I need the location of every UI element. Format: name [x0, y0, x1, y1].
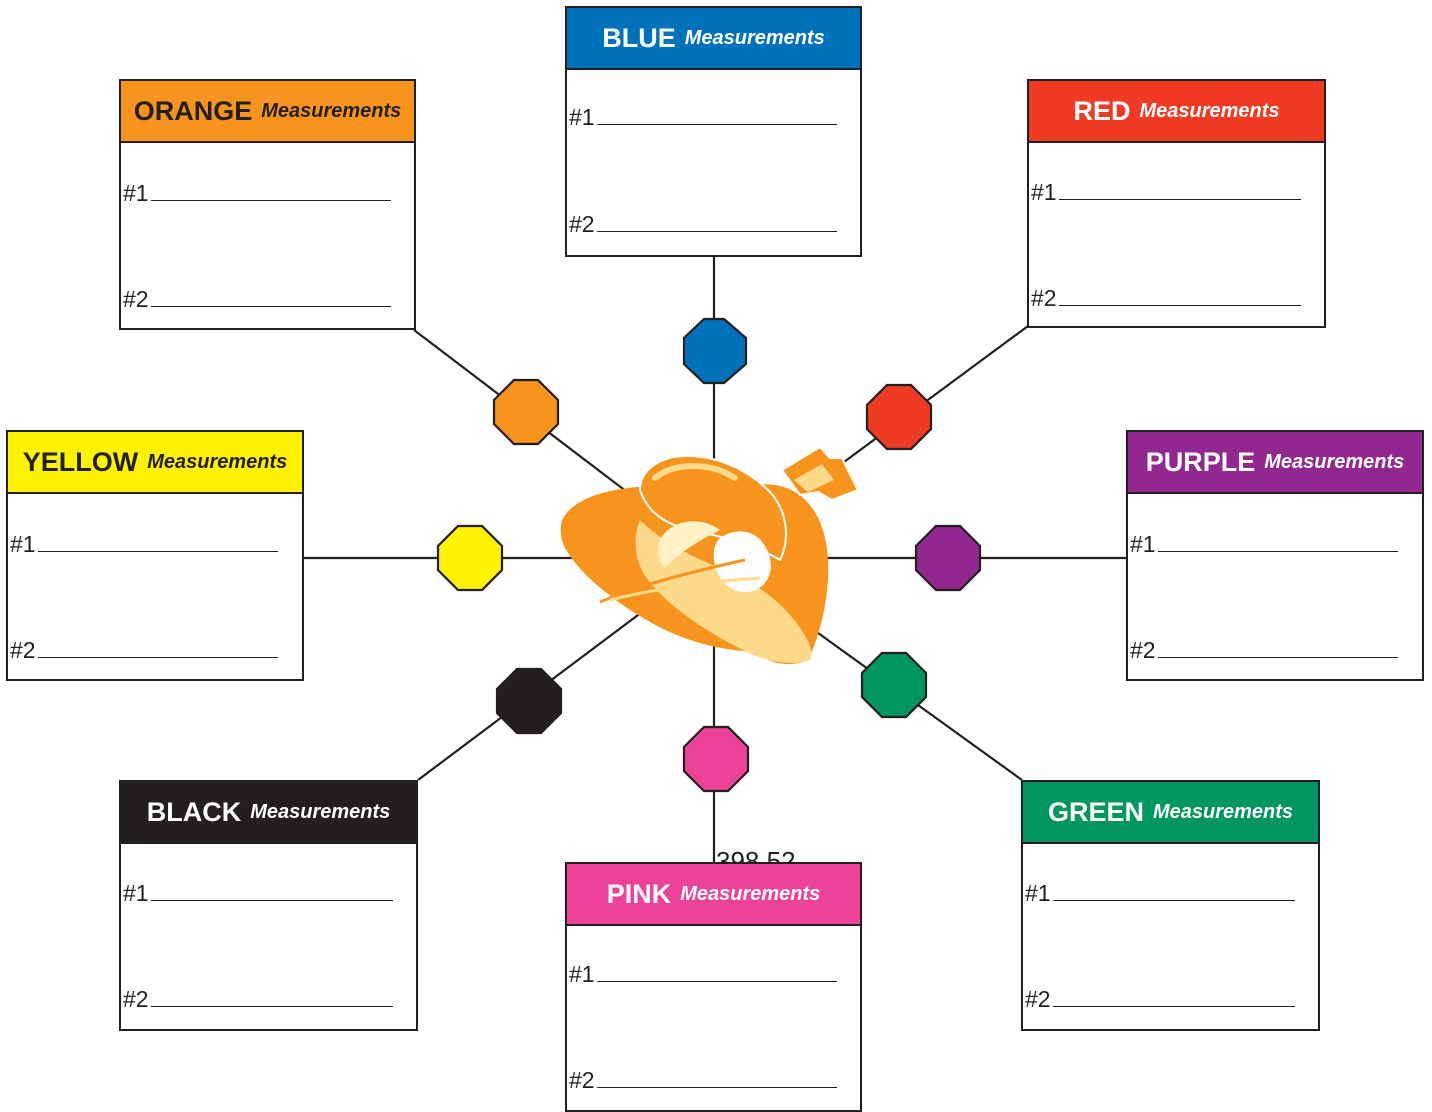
cowboy-hat-icon	[560, 445, 860, 665]
card-green-header: GREEN Measurements	[1023, 782, 1318, 844]
line1-label: #1	[10, 531, 36, 557]
card-green-subtitle: Measurements	[1152, 800, 1294, 823]
card-black-line2[interactable]: #2	[123, 986, 393, 1013]
card-orange-subtitle: Measurements	[261, 99, 402, 122]
line1-blank	[1052, 899, 1295, 901]
card-black-subtitle: Measurements	[250, 800, 391, 823]
line1-label: #1	[123, 180, 149, 206]
line2-blank	[1058, 304, 1301, 306]
card-purple-line1[interactable]: #1	[1130, 531, 1398, 558]
card-pink-title: PINK	[606, 878, 672, 909]
line2-label: #2	[123, 286, 149, 312]
card-purple: PURPLE Measurements #1 #2	[1126, 430, 1424, 681]
card-yellow-subtitle: Measurements	[147, 450, 288, 473]
line1-label: #1	[1130, 531, 1156, 557]
card-pink-line2[interactable]: #2	[569, 1067, 837, 1094]
line2-blank	[1052, 1005, 1295, 1007]
line2-blank	[37, 656, 278, 658]
line1-label: #1	[569, 961, 595, 987]
octagon-orange-icon	[492, 378, 560, 446]
octagon-purple-icon	[914, 524, 982, 592]
line2-blank	[150, 305, 391, 307]
line1-blank	[150, 199, 391, 201]
octagon-red-icon	[865, 383, 933, 451]
card-yellow-title: YELLOW	[22, 446, 139, 477]
card-red: RED Measurements #1 #2	[1027, 79, 1326, 328]
card-yellow: YELLOW Measurements #1 #2	[6, 430, 304, 681]
line1-blank	[596, 980, 837, 982]
card-black-line1[interactable]: #1	[123, 880, 393, 907]
card-red-header: RED Measurements	[1029, 81, 1324, 143]
card-purple-line2[interactable]: #2	[1130, 637, 1398, 664]
card-green-line2[interactable]: #2	[1025, 986, 1295, 1013]
line1-blank	[1157, 550, 1398, 552]
line2-label: #2	[569, 211, 595, 237]
line1-blank	[596, 123, 837, 125]
octagon-black-icon	[495, 667, 563, 735]
card-orange: ORANGE Measurements #1 #2	[119, 79, 416, 330]
card-pink-line1[interactable]: #1	[569, 961, 837, 988]
card-green: GREEN Measurements #1 #2	[1021, 780, 1320, 1031]
octagon-green-icon	[860, 651, 928, 719]
line2-blank	[1157, 656, 1398, 658]
card-orange-title: ORANGE	[133, 95, 253, 126]
card-blue-header: BLUE Measurements	[567, 8, 860, 70]
line1-label: #1	[569, 104, 595, 130]
card-red-subtitle: Measurements	[1139, 99, 1280, 122]
line1-label: #1	[123, 880, 149, 906]
line2-blank	[150, 1005, 393, 1007]
octagon-yellow-icon	[436, 524, 504, 592]
card-blue-line2[interactable]: #2	[569, 211, 837, 238]
card-green-line1[interactable]: #1	[1025, 880, 1295, 907]
card-pink: PINK Measurements #1 #2	[565, 862, 862, 1112]
card-orange-line1[interactable]: #1	[123, 180, 391, 207]
card-pink-header: PINK Measurements	[567, 864, 860, 926]
card-black-header: BLACK Measurements	[121, 782, 416, 844]
card-red-line2[interactable]: #2	[1031, 285, 1301, 312]
line1-blank	[150, 899, 393, 901]
line2-label: #2	[123, 986, 149, 1012]
line2-blank	[596, 1086, 837, 1088]
card-red-title: RED	[1073, 95, 1131, 126]
line2-label: #2	[1031, 285, 1057, 311]
line2-label: #2	[10, 637, 36, 663]
card-red-line1[interactable]: #1	[1031, 179, 1301, 206]
card-blue: BLUE Measurements #1 #2	[565, 6, 862, 257]
line1-blank	[37, 550, 278, 552]
line1-label: #1	[1031, 179, 1057, 205]
card-black-title: BLACK	[146, 796, 242, 827]
line1-blank	[1058, 198, 1301, 200]
card-purple-title: PURPLE	[1145, 446, 1256, 477]
card-yellow-header: YELLOW Measurements	[8, 432, 302, 494]
line2-label: #2	[1025, 986, 1051, 1012]
octagon-blue-icon	[682, 317, 748, 385]
line2-blank	[596, 230, 837, 232]
card-purple-subtitle: Measurements	[1264, 450, 1405, 473]
card-blue-title: BLUE	[602, 22, 676, 53]
card-yellow-line2[interactable]: #2	[10, 637, 278, 664]
card-orange-header: ORANGE Measurements	[121, 81, 414, 143]
card-pink-subtitle: Measurements	[680, 882, 821, 905]
octagon-pink-icon	[682, 725, 750, 793]
card-orange-line2[interactable]: #2	[123, 286, 391, 313]
card-green-title: GREEN	[1047, 796, 1144, 827]
card-yellow-line1[interactable]: #1	[10, 531, 278, 558]
line2-label: #2	[1130, 637, 1156, 663]
card-blue-subtitle: Measurements	[684, 26, 825, 49]
line2-label: #2	[569, 1067, 595, 1093]
card-blue-line1[interactable]: #1	[569, 104, 837, 131]
card-black: BLACK Measurements #1 #2	[119, 780, 418, 1031]
line1-label: #1	[1025, 880, 1051, 906]
card-purple-header: PURPLE Measurements	[1128, 432, 1422, 494]
